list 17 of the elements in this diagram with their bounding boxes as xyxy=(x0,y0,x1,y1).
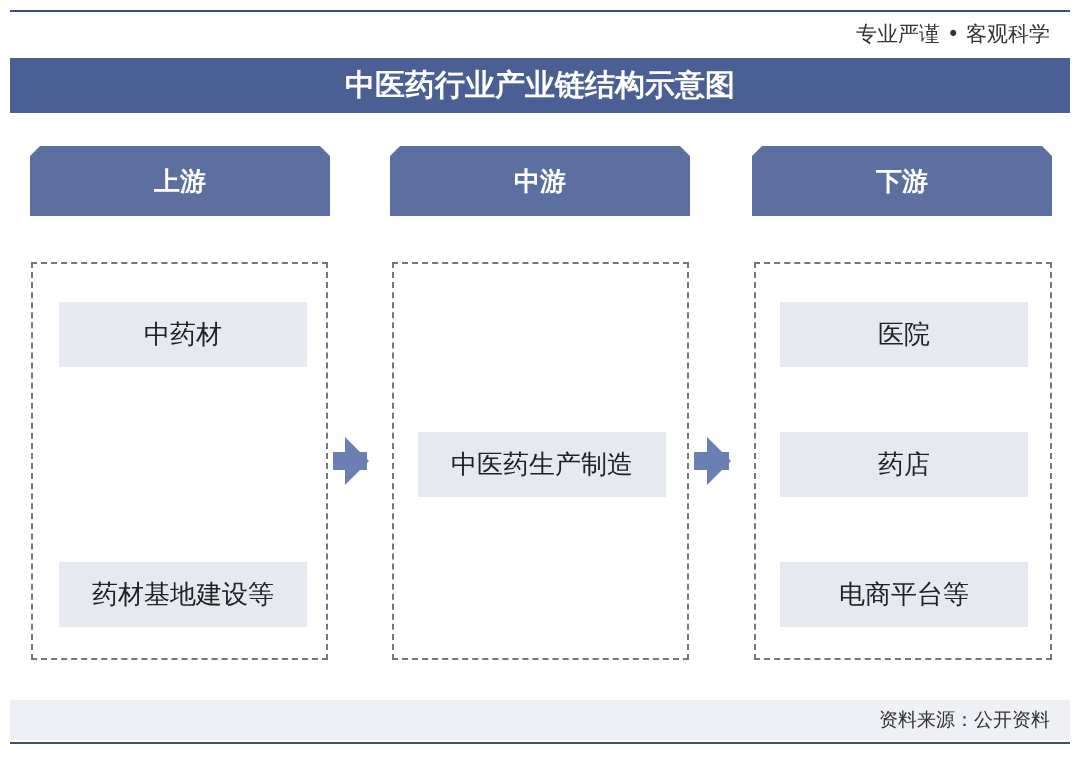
dashed-group-box xyxy=(31,262,328,660)
source-note: 资料来源：公开资料 xyxy=(879,707,1050,732)
stage-header: 下游 xyxy=(752,146,1052,216)
flow-arrow xyxy=(694,437,731,485)
item-box: 电商平台等 xyxy=(780,562,1028,627)
item-box: 中医药生产制造 xyxy=(418,432,666,497)
item-box: 医院 xyxy=(780,302,1028,367)
stage-header: 上游 xyxy=(30,146,330,216)
item-box: 药店 xyxy=(780,432,1028,497)
item-box: 药材基地建设等 xyxy=(59,562,307,627)
slogan-text: 专业严谨 • 客观科学 xyxy=(856,21,1050,48)
dashed-group-box xyxy=(392,262,689,660)
title-banner: 中医药行业产业链结构示意图 xyxy=(10,58,1070,113)
dashed-group-box xyxy=(754,262,1052,660)
stage-header: 中游 xyxy=(390,146,690,216)
flow-arrow xyxy=(333,437,369,485)
item-box: 中药材 xyxy=(59,302,307,367)
